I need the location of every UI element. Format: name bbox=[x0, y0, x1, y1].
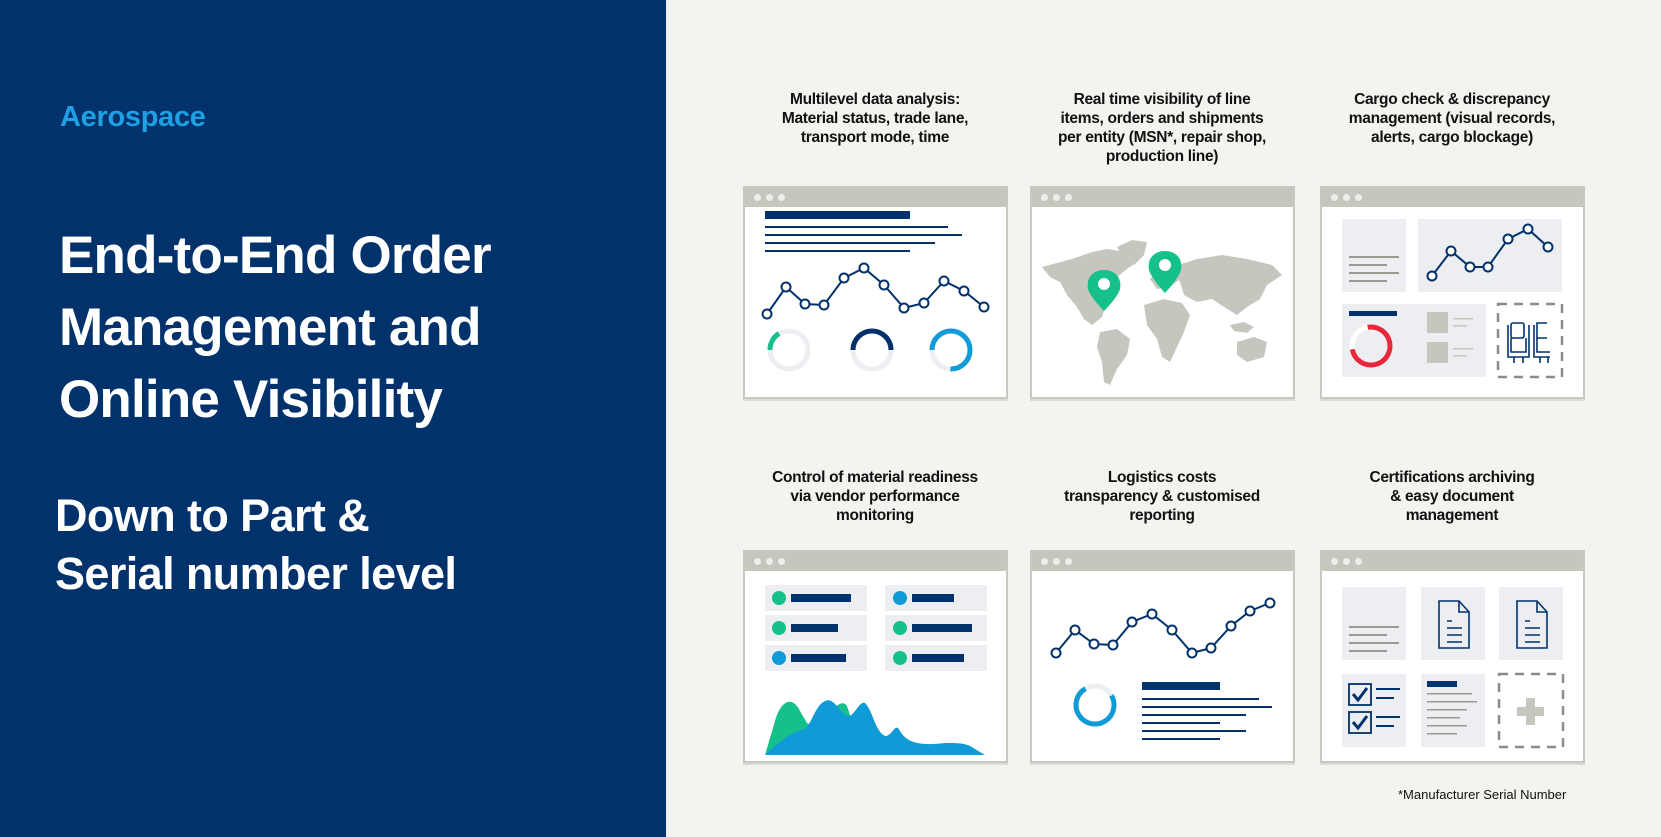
illustration-window-vendor-performance bbox=[743, 550, 1008, 763]
feature-heading-real-time-visibility: Real time visibility of line items, orde… bbox=[1012, 90, 1312, 166]
illustration-window-data-analysis bbox=[743, 186, 1008, 399]
window-dot-icon bbox=[754, 558, 761, 565]
heading-line: reporting bbox=[1129, 507, 1195, 524]
illustration-window-certifications bbox=[1320, 550, 1585, 763]
window-dot-icon bbox=[1331, 558, 1338, 565]
heading-line: Control of material readiness bbox=[772, 469, 978, 486]
title-line: Management and bbox=[59, 298, 482, 357]
window-dot-icon bbox=[1355, 194, 1362, 201]
title-line: Online Visibility bbox=[59, 370, 443, 429]
heading-line: Certifications archiving bbox=[1369, 469, 1535, 486]
window-dot-icon bbox=[1343, 558, 1350, 565]
location-pin-icon bbox=[1148, 251, 1182, 293]
illustration-window-cargo bbox=[1320, 186, 1585, 399]
page-title: End-to-End Order Management and Online V… bbox=[59, 220, 492, 436]
window-dot-icon bbox=[754, 194, 761, 201]
feature-heading-logistics-costs: Logistics costs transparency & customise… bbox=[1012, 468, 1312, 525]
window-titlebar bbox=[745, 188, 1006, 207]
window-dot-icon bbox=[1065, 194, 1072, 201]
heading-line: alerts, cargo blockage) bbox=[1371, 129, 1533, 146]
heading-line: Logistics costs bbox=[1107, 469, 1217, 486]
feature-heading-material-readiness: Control of material readiness via vendor… bbox=[725, 468, 1025, 525]
cargo-dashboard-icon bbox=[1342, 219, 1564, 379]
window-dot-icon bbox=[1343, 194, 1350, 201]
location-pin-icon bbox=[1087, 270, 1121, 311]
category-label: Aerospace bbox=[60, 101, 206, 133]
heading-line: items, orders and shipments bbox=[1060, 110, 1264, 127]
feature-heading-data-analysis: Multilevel data analysis: Material statu… bbox=[725, 90, 1025, 147]
checklist-icon bbox=[1348, 683, 1400, 734]
heading-line: Multilevel data analysis: bbox=[790, 91, 960, 108]
footnote: *Manufacturer Serial Number bbox=[1398, 787, 1567, 802]
document-icon bbox=[1438, 600, 1470, 649]
feature-heading-certifications: Certifications archiving & easy document… bbox=[1302, 468, 1602, 525]
window-titlebar bbox=[1322, 188, 1583, 207]
cost-chart-report-icon bbox=[1050, 597, 1276, 740]
hero-panel: Aerospace End-to-End Order Management an… bbox=[0, 0, 666, 837]
window-titlebar bbox=[1322, 552, 1583, 571]
window-dot-icon bbox=[1053, 558, 1060, 565]
window-titlebar bbox=[745, 552, 1006, 571]
add-document-icon bbox=[1517, 698, 1544, 725]
window-dot-icon bbox=[1041, 558, 1048, 565]
window-dot-icon bbox=[1041, 194, 1048, 201]
window-dot-icon bbox=[1355, 558, 1362, 565]
page-subtitle: Down to Part & Serial number level bbox=[55, 487, 457, 603]
window-dot-icon bbox=[766, 558, 773, 565]
illustration-window-world-map bbox=[1030, 186, 1295, 399]
heading-line: management bbox=[1405, 507, 1499, 524]
window-dot-icon bbox=[778, 194, 785, 201]
document-icon bbox=[1516, 600, 1548, 649]
heading-line: per entity (MSN*, repair shop, bbox=[1057, 129, 1267, 146]
window-dot-icon bbox=[766, 194, 773, 201]
window-dot-icon bbox=[1065, 558, 1072, 565]
heading-line: transparency & customised bbox=[1064, 488, 1260, 505]
heading-line: Cargo check & discrepancy bbox=[1354, 91, 1550, 108]
heading-line: transport mode, time bbox=[800, 129, 950, 146]
heading-line: Material status, trade lane, bbox=[781, 110, 969, 127]
panel-divider bbox=[666, 0, 669, 837]
window-titlebar bbox=[1032, 188, 1293, 207]
window-titlebar bbox=[1032, 552, 1293, 571]
title-line: End-to-End Order bbox=[59, 226, 492, 285]
subtitle-line: Down to Part & bbox=[55, 490, 370, 541]
document-grid-icon bbox=[1342, 587, 1565, 749]
heading-line: & easy document bbox=[1390, 488, 1514, 505]
aircraft-seats-icon bbox=[1507, 322, 1550, 363]
window-dot-icon bbox=[1053, 194, 1060, 201]
feature-heading-cargo-check: Cargo check & discrepancy management (vi… bbox=[1302, 90, 1602, 147]
heading-line: monitoring bbox=[836, 507, 914, 524]
world-map-icon bbox=[1042, 240, 1282, 385]
line-chart-donuts-icon bbox=[761, 211, 990, 372]
heading-line: management (visual records, bbox=[1348, 110, 1556, 127]
window-dot-icon bbox=[778, 558, 785, 565]
heading-line: Real time visibility of line bbox=[1073, 91, 1251, 108]
subtitle-line: Serial number level bbox=[55, 548, 457, 599]
window-dot-icon bbox=[1331, 194, 1338, 201]
illustration-window-logistics-costs bbox=[1030, 550, 1295, 763]
heading-line: via vendor performance bbox=[790, 488, 960, 505]
heading-line: production line) bbox=[1105, 148, 1219, 165]
vendor-status-area-chart-icon bbox=[765, 585, 987, 755]
